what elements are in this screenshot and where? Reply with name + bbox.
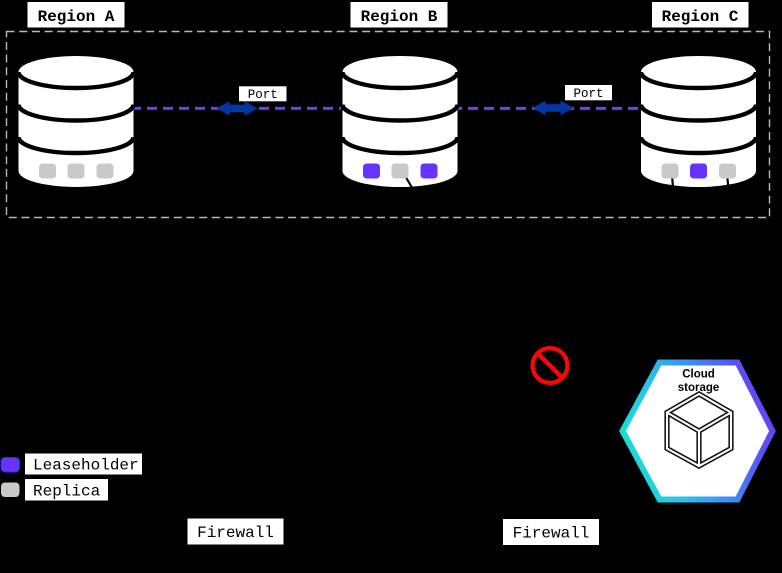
- svg-text:Cloud: Cloud: [682, 369, 715, 381]
- svg-text:Leaseholder: Leaseholder: [33, 457, 139, 475]
- svg-text:Region A: Region A: [38, 8, 115, 26]
- svg-text:Firewall: Firewall: [197, 524, 274, 542]
- svg-text:Replica: Replica: [33, 483, 101, 501]
- svg-text:Port: Port: [248, 88, 278, 102]
- svg-text:Port: Port: [573, 87, 603, 101]
- svg-text:Region B: Region B: [361, 8, 438, 26]
- svg-text:storage: storage: [678, 382, 720, 394]
- svg-text:Region C: Region C: [662, 8, 739, 26]
- svg-text:Firewall: Firewall: [513, 525, 590, 543]
